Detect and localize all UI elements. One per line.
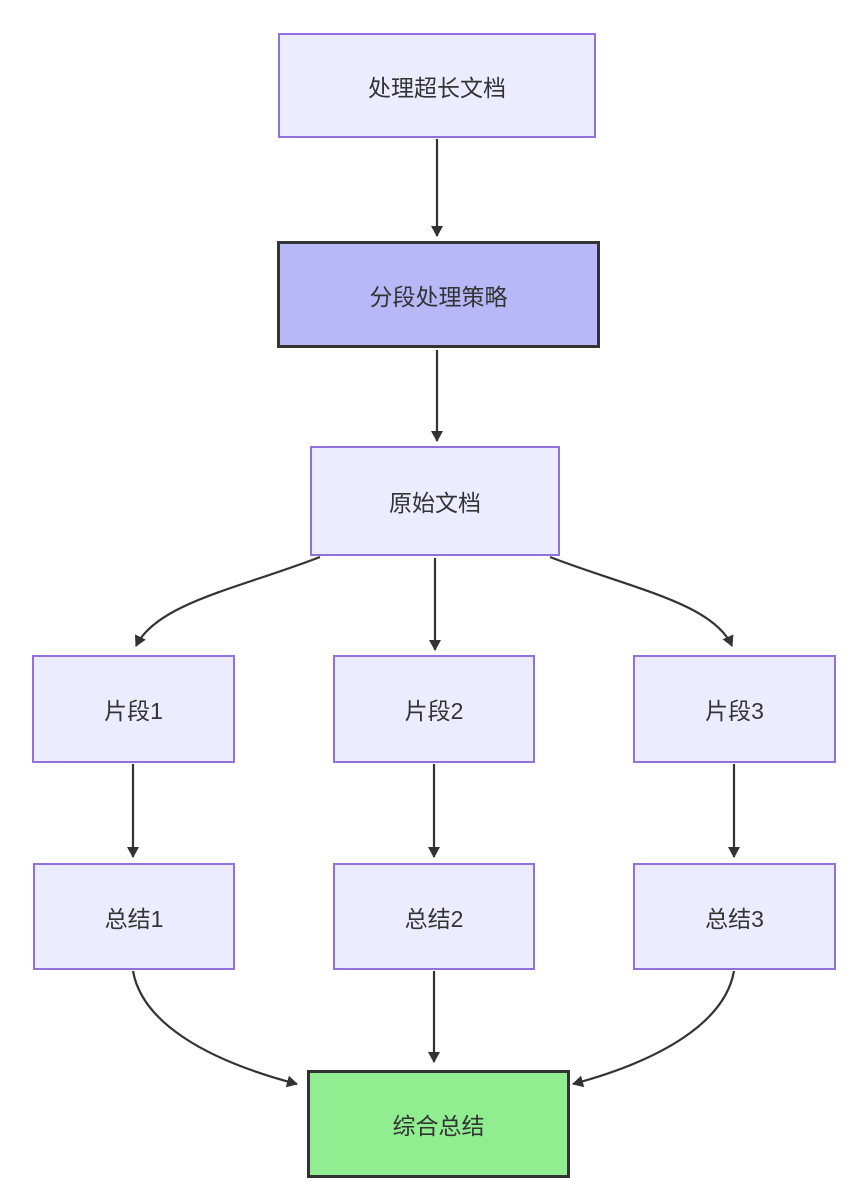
node-final-summary: 综合总结 — [307, 1070, 570, 1178]
edge-summary1-to-final — [131, 970, 298, 1088]
edge-summary3-to-final — [572, 970, 736, 1088]
edge-source-to-fragment1 — [135, 555, 321, 647]
node-original-document: 原始文档 — [310, 446, 560, 556]
node-summary-2: 总结2 — [333, 863, 535, 970]
node-fragment-2: 片段2 — [333, 655, 535, 763]
edge-source-to-fragment3 — [549, 555, 734, 647]
node-process-long-doc: 处理超长文档 — [278, 33, 596, 138]
node-fragment-1: 片段1 — [32, 655, 235, 763]
node-fragment-3: 片段3 — [633, 655, 836, 763]
node-summary-3: 总结3 — [633, 863, 836, 970]
node-segmentation-strategy: 分段处理策略 — [277, 241, 600, 348]
node-summary-1: 总结1 — [33, 863, 235, 970]
